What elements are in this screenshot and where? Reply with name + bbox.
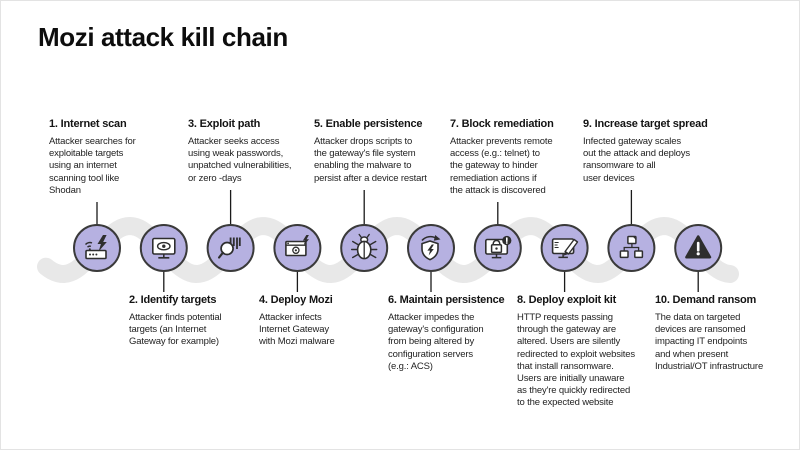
bug-icon: [340, 224, 389, 272]
step-description: HTTP requests passing through the gatewa…: [517, 312, 636, 409]
warning-icon: [674, 224, 723, 272]
step-icons: [73, 224, 723, 272]
page-title: Mozi attack kill chain: [38, 22, 288, 52]
step-title: 10. Demand ransom: [655, 294, 757, 306]
network-spread-icon: [607, 224, 656, 272]
step-description: Infected gateway scales out the attack a…: [583, 136, 691, 184]
step-title: 2. Identify targets: [129, 294, 217, 306]
step-title: 9. Increase target spread: [583, 118, 708, 130]
step-description: The data on targeted devices are ransome…: [655, 312, 764, 372]
step-description: Attacker drops scripts to the gateway's …: [314, 136, 427, 184]
barcode-search-icon: [206, 224, 255, 272]
step-title: 1. Internet scan: [49, 118, 127, 130]
shield-sync-icon: [407, 224, 455, 272]
monitor-lock-icon: [473, 224, 522, 272]
step-title: 5. Enable persistence: [314, 118, 423, 130]
step-description: Attacker impedes the gateway's configura…: [388, 312, 484, 372]
monitor-edit-icon: [540, 224, 589, 272]
step-title: 8. Deploy exploit kit: [517, 294, 617, 306]
step-description: Attacker infects Internet Gateway with M…: [259, 312, 335, 348]
step-title: 7. Block remediation: [450, 118, 554, 130]
step-description: Attacker seeks access using weak passwor…: [188, 136, 292, 184]
step-description: Attacker finds potential targets (an Int…: [129, 312, 222, 348]
step-description: Attacker searches for exploitable target…: [49, 136, 136, 196]
monitor-eye-icon: [139, 224, 188, 272]
step-connectors: [96, 190, 699, 292]
window-malware-icon: [273, 224, 322, 272]
step-description: Attacker prevents remote access (e.g.: t…: [450, 136, 553, 196]
step-title: 4. Deploy Mozi: [259, 294, 333, 306]
step-title: 6. Maintain persistence: [388, 294, 505, 306]
step-title: 3. Exploit path: [188, 118, 261, 130]
router-scan-icon: [73, 224, 121, 272]
